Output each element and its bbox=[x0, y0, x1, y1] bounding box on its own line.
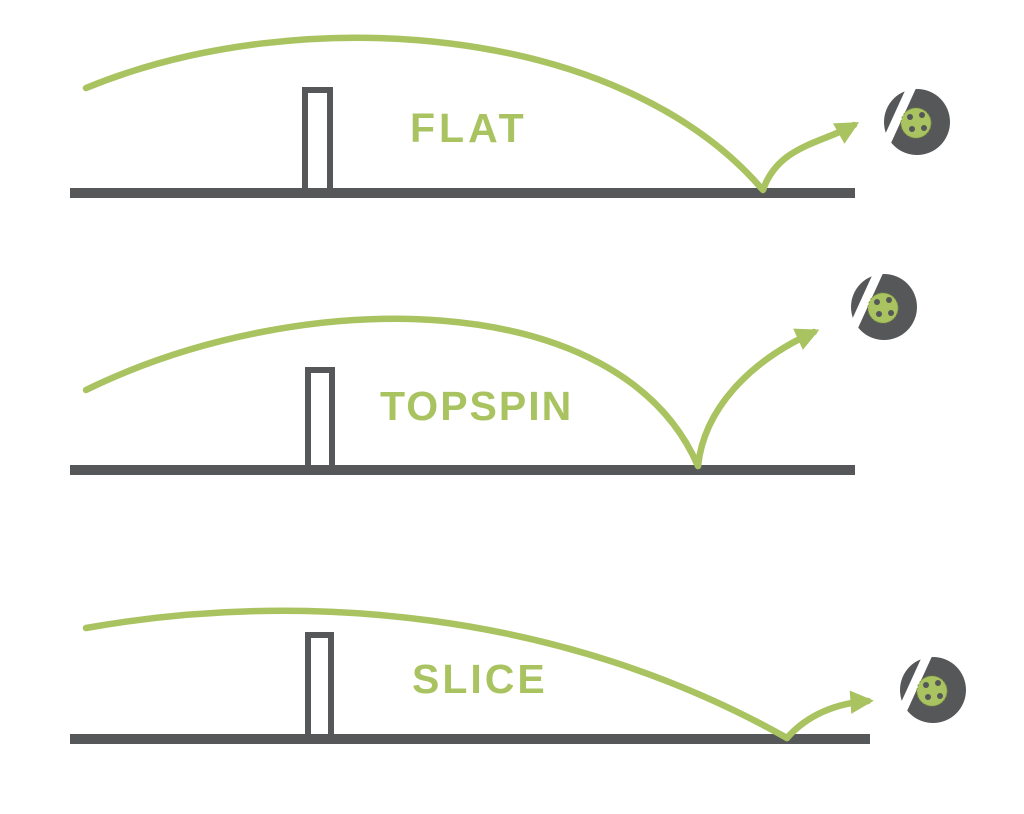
flat-label: FLAT bbox=[410, 105, 528, 151]
pickleball-icon bbox=[884, 84, 950, 155]
net-post bbox=[305, 367, 335, 471]
panel-slice: SLICE bbox=[70, 607, 966, 744]
ground-line bbox=[70, 188, 855, 198]
panel-flat: FLAT bbox=[70, 34, 950, 198]
net-post bbox=[302, 87, 333, 194]
slice-bounce-arrow bbox=[783, 690, 874, 742]
slice-label: SLICE bbox=[412, 656, 548, 702]
flat-trajectory-curve bbox=[82, 34, 766, 193]
pickleball-icon bbox=[851, 269, 917, 340]
topspin-bounce-arrow bbox=[694, 328, 820, 470]
pickleball-icon bbox=[900, 652, 966, 723]
net-post bbox=[305, 632, 334, 740]
ground-line bbox=[70, 465, 855, 475]
topspin-label: TOPSPIN bbox=[380, 383, 573, 429]
topspin-trajectory-curve bbox=[82, 315, 702, 470]
slice-trajectory-curve bbox=[82, 607, 791, 742]
flat-bounce-arrow bbox=[759, 121, 860, 194]
ground-line bbox=[70, 734, 870, 744]
panel-topspin: TOPSPIN bbox=[70, 269, 917, 475]
